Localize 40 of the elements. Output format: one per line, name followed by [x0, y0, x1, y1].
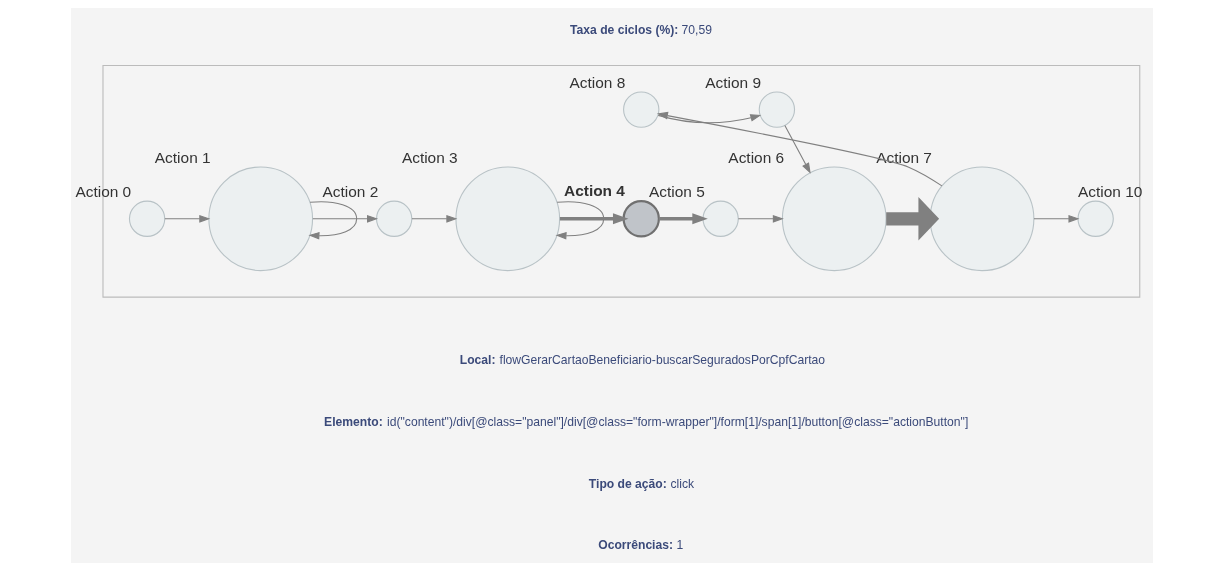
node-circle [208, 166, 314, 272]
node-label: Action 9 [705, 73, 761, 91]
arrow [657, 114, 762, 124]
node-circle [623, 91, 660, 128]
node-label: Action 5 [648, 182, 705, 200]
arrow [784, 125, 811, 174]
node-label: Action 4 [564, 181, 625, 199]
node-circle [128, 200, 166, 237]
arrow [312, 214, 379, 223]
node-circle [702, 200, 739, 237]
node-label: Action 10 [1078, 182, 1143, 200]
arrow [559, 213, 629, 225]
node-label: Action 8 [569, 73, 626, 91]
node-circle [758, 91, 796, 128]
label: Ocorrências: 1 [598, 538, 684, 553]
label: Taxa de ciclos (%): 70,59 [570, 23, 712, 38]
arrow [737, 214, 784, 223]
node-circle [1077, 200, 1114, 237]
label: Local: flowGerarCartaoBeneficiario-buscarSeguradosPorCpfCartao [459, 353, 826, 368]
node-label: Action 0 [75, 182, 132, 200]
node-circle [622, 200, 660, 238]
node-label: Action 7 [876, 148, 932, 166]
node-label: Action 1 [154, 148, 211, 166]
arrow [308, 201, 358, 240]
arrow [886, 196, 940, 241]
label: Tipo de ação: click [588, 476, 695, 491]
node-circle [781, 166, 887, 272]
node-circle [375, 200, 413, 237]
arrow [658, 213, 708, 225]
node-label: Action 6 [728, 148, 785, 166]
arrow [656, 111, 943, 187]
arrow [1033, 214, 1080, 223]
node-label: Action 3 [401, 148, 458, 166]
arrow [555, 201, 605, 240]
arrow [411, 214, 458, 223]
node-label: Action 2 [322, 182, 379, 200]
arrow [164, 214, 211, 223]
node-circle [455, 166, 561, 272]
node-circle [929, 166, 1035, 272]
label: Elemento: id("content")/div[@class="panel"]/div[@class="form-wrapper"]/form[1]/span[1]/button[@class="actionButton"] [324, 414, 969, 429]
